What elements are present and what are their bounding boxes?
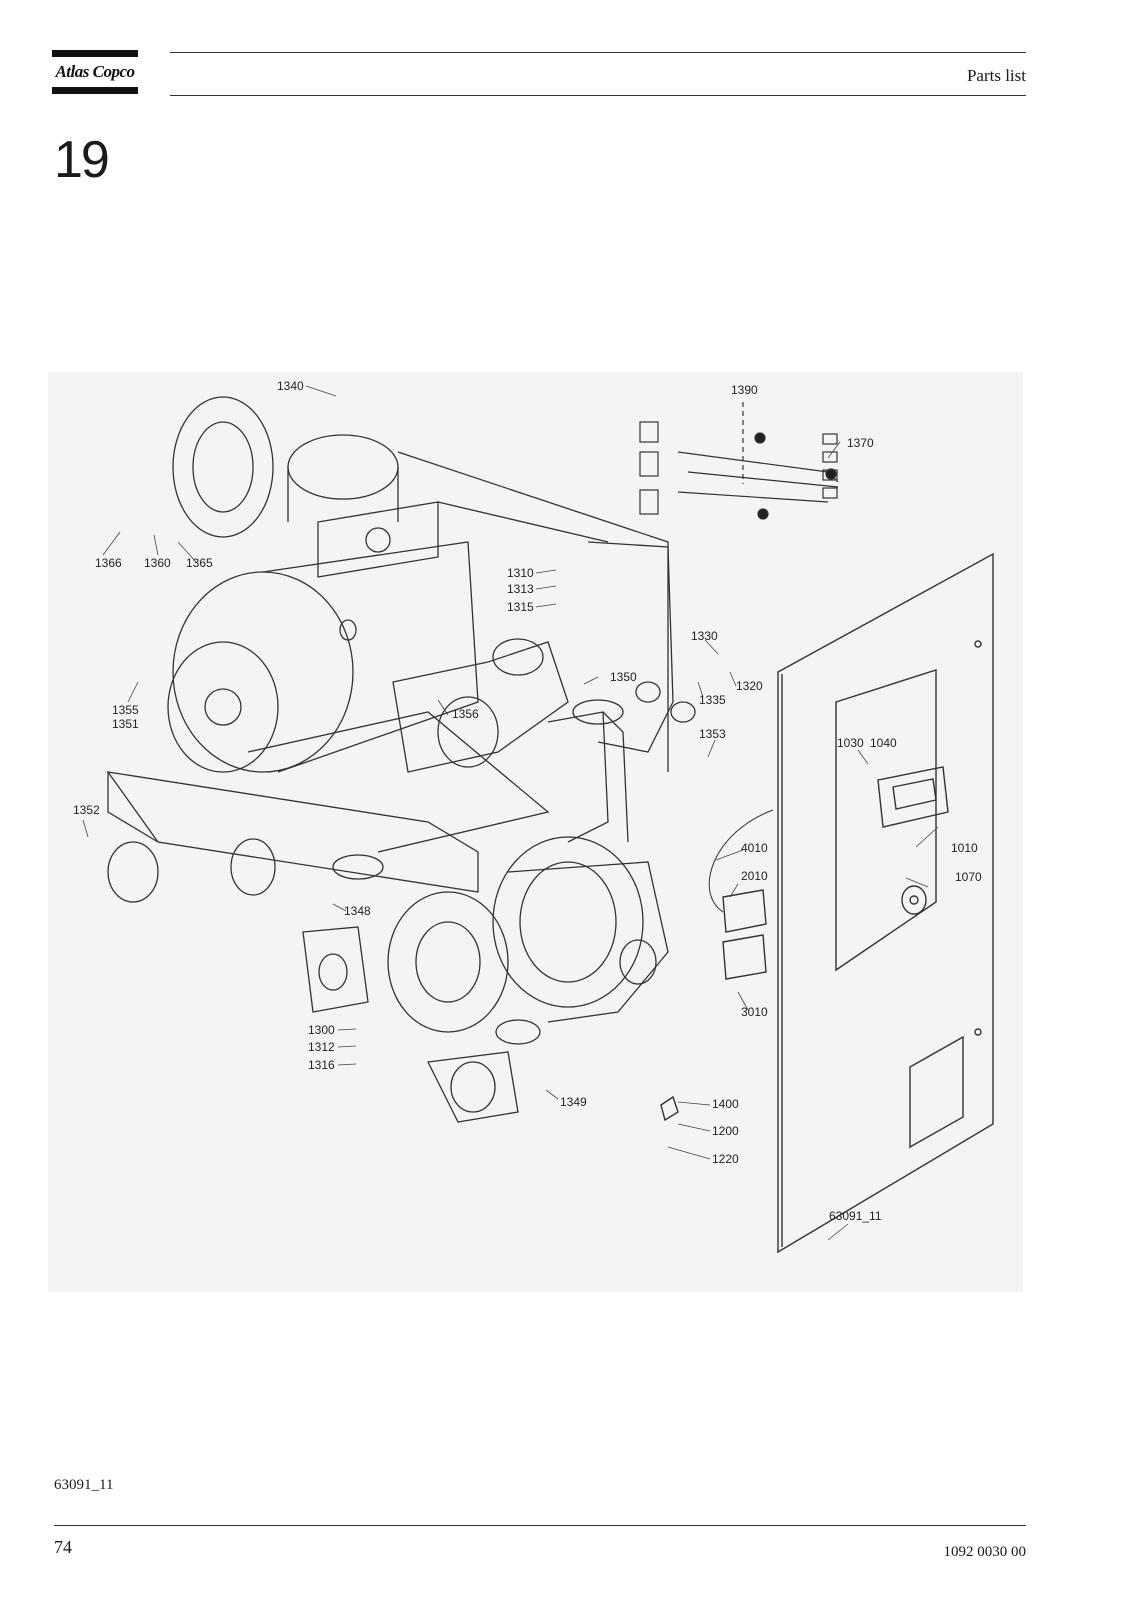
atlas-copco-logo: Atlas Copco: [52, 50, 138, 94]
section-number: 19: [54, 131, 110, 189]
logo-bar-bottom: [52, 87, 138, 94]
callout-1370: 1370: [847, 436, 874, 450]
callout-1351: 1351: [112, 717, 139, 731]
exploded-parts-drawing: 1340 1390 1370 1366 1360 1365 1310 1313 …: [48, 372, 1023, 1292]
drawing-reference: 63091_11: [829, 1209, 882, 1223]
callout-1348: 1348: [344, 904, 371, 918]
figure-code: 63091_11: [54, 1477, 114, 1493]
callout-1220: 1220: [712, 1152, 739, 1166]
leader-lines: [82, 385, 939, 1241]
callout-1200: 1200: [712, 1124, 739, 1138]
module-2010: [722, 889, 767, 933]
callout-1349: 1349: [560, 1095, 587, 1109]
intake-pipe-opening: [287, 434, 399, 500]
pump-block: [392, 641, 569, 773]
callout-4010: 4010: [741, 841, 768, 855]
callout-1316: 1316: [308, 1058, 335, 1072]
clamp-1200: [660, 1095, 679, 1122]
header-rule-bottom: [170, 95, 1026, 96]
callout-1350: 1350: [610, 670, 637, 684]
callout-1400: 1400: [712, 1097, 739, 1111]
header-title: Parts list: [966, 66, 1026, 85]
callout-1355: 1355: [112, 703, 139, 717]
callout-1070: 1070: [955, 870, 982, 884]
callout-1390: 1390: [731, 383, 758, 397]
drawing-svg: 1340 1390 1370 1366 1360 1365 1310 1313 …: [73, 379, 994, 1254]
callout-1010: 1010: [951, 841, 978, 855]
harness-linework: [639, 402, 839, 520]
wiring-harness: [677, 451, 839, 503]
document-number: 1092 0030 00: [943, 1544, 1027, 1560]
footer-rule: [54, 1525, 1026, 1526]
module-3010: [722, 934, 767, 980]
header-rule-top: [170, 52, 1026, 53]
callout-1040: 1040: [870, 736, 897, 750]
callout-1315: 1315: [507, 600, 534, 614]
valve-block: [302, 926, 369, 1013]
intake-flange: [172, 396, 274, 538]
door-vent: [909, 1035, 964, 1149]
machine-linework: [106, 396, 696, 1123]
lower-frame: [106, 771, 479, 893]
logo-bar-top: [52, 50, 138, 57]
callout-1360: 1360: [144, 556, 171, 570]
callout-1366: 1366: [95, 556, 122, 570]
callout-1335: 1335: [699, 693, 726, 707]
callout-1353: 1353: [699, 727, 726, 741]
door-window: [835, 669, 937, 972]
callout-1352: 1352: [73, 803, 100, 817]
callout-1312: 1312: [308, 1040, 335, 1054]
callout-1320: 1320: [736, 679, 763, 693]
page-number: 74: [54, 1537, 72, 1557]
logo-wordmark: Atlas Copco: [55, 62, 135, 81]
controller-display: [877, 766, 949, 828]
callout-1300: 1300: [308, 1023, 335, 1037]
callout-3010: 3010: [741, 1005, 768, 1019]
callout-1340: 1340: [277, 379, 304, 393]
callout-2010: 2010: [741, 869, 768, 883]
lower-pump: [387, 891, 509, 1033]
callout-1356: 1356: [452, 707, 479, 721]
callout-1365: 1365: [186, 556, 213, 570]
motor-housing: [172, 571, 354, 773]
callout-1310: 1310: [507, 566, 534, 580]
callout-1313: 1313: [507, 582, 534, 596]
callout-1330: 1330: [691, 629, 718, 643]
callout-labels: 1340 1390 1370 1366 1360 1365 1310 1313 …: [73, 379, 982, 1223]
callout-1030: 1030: [837, 736, 864, 750]
cabinet-door: [777, 552, 994, 1254]
valve-box: [317, 501, 439, 578]
control-panel-linework: [660, 552, 994, 1254]
